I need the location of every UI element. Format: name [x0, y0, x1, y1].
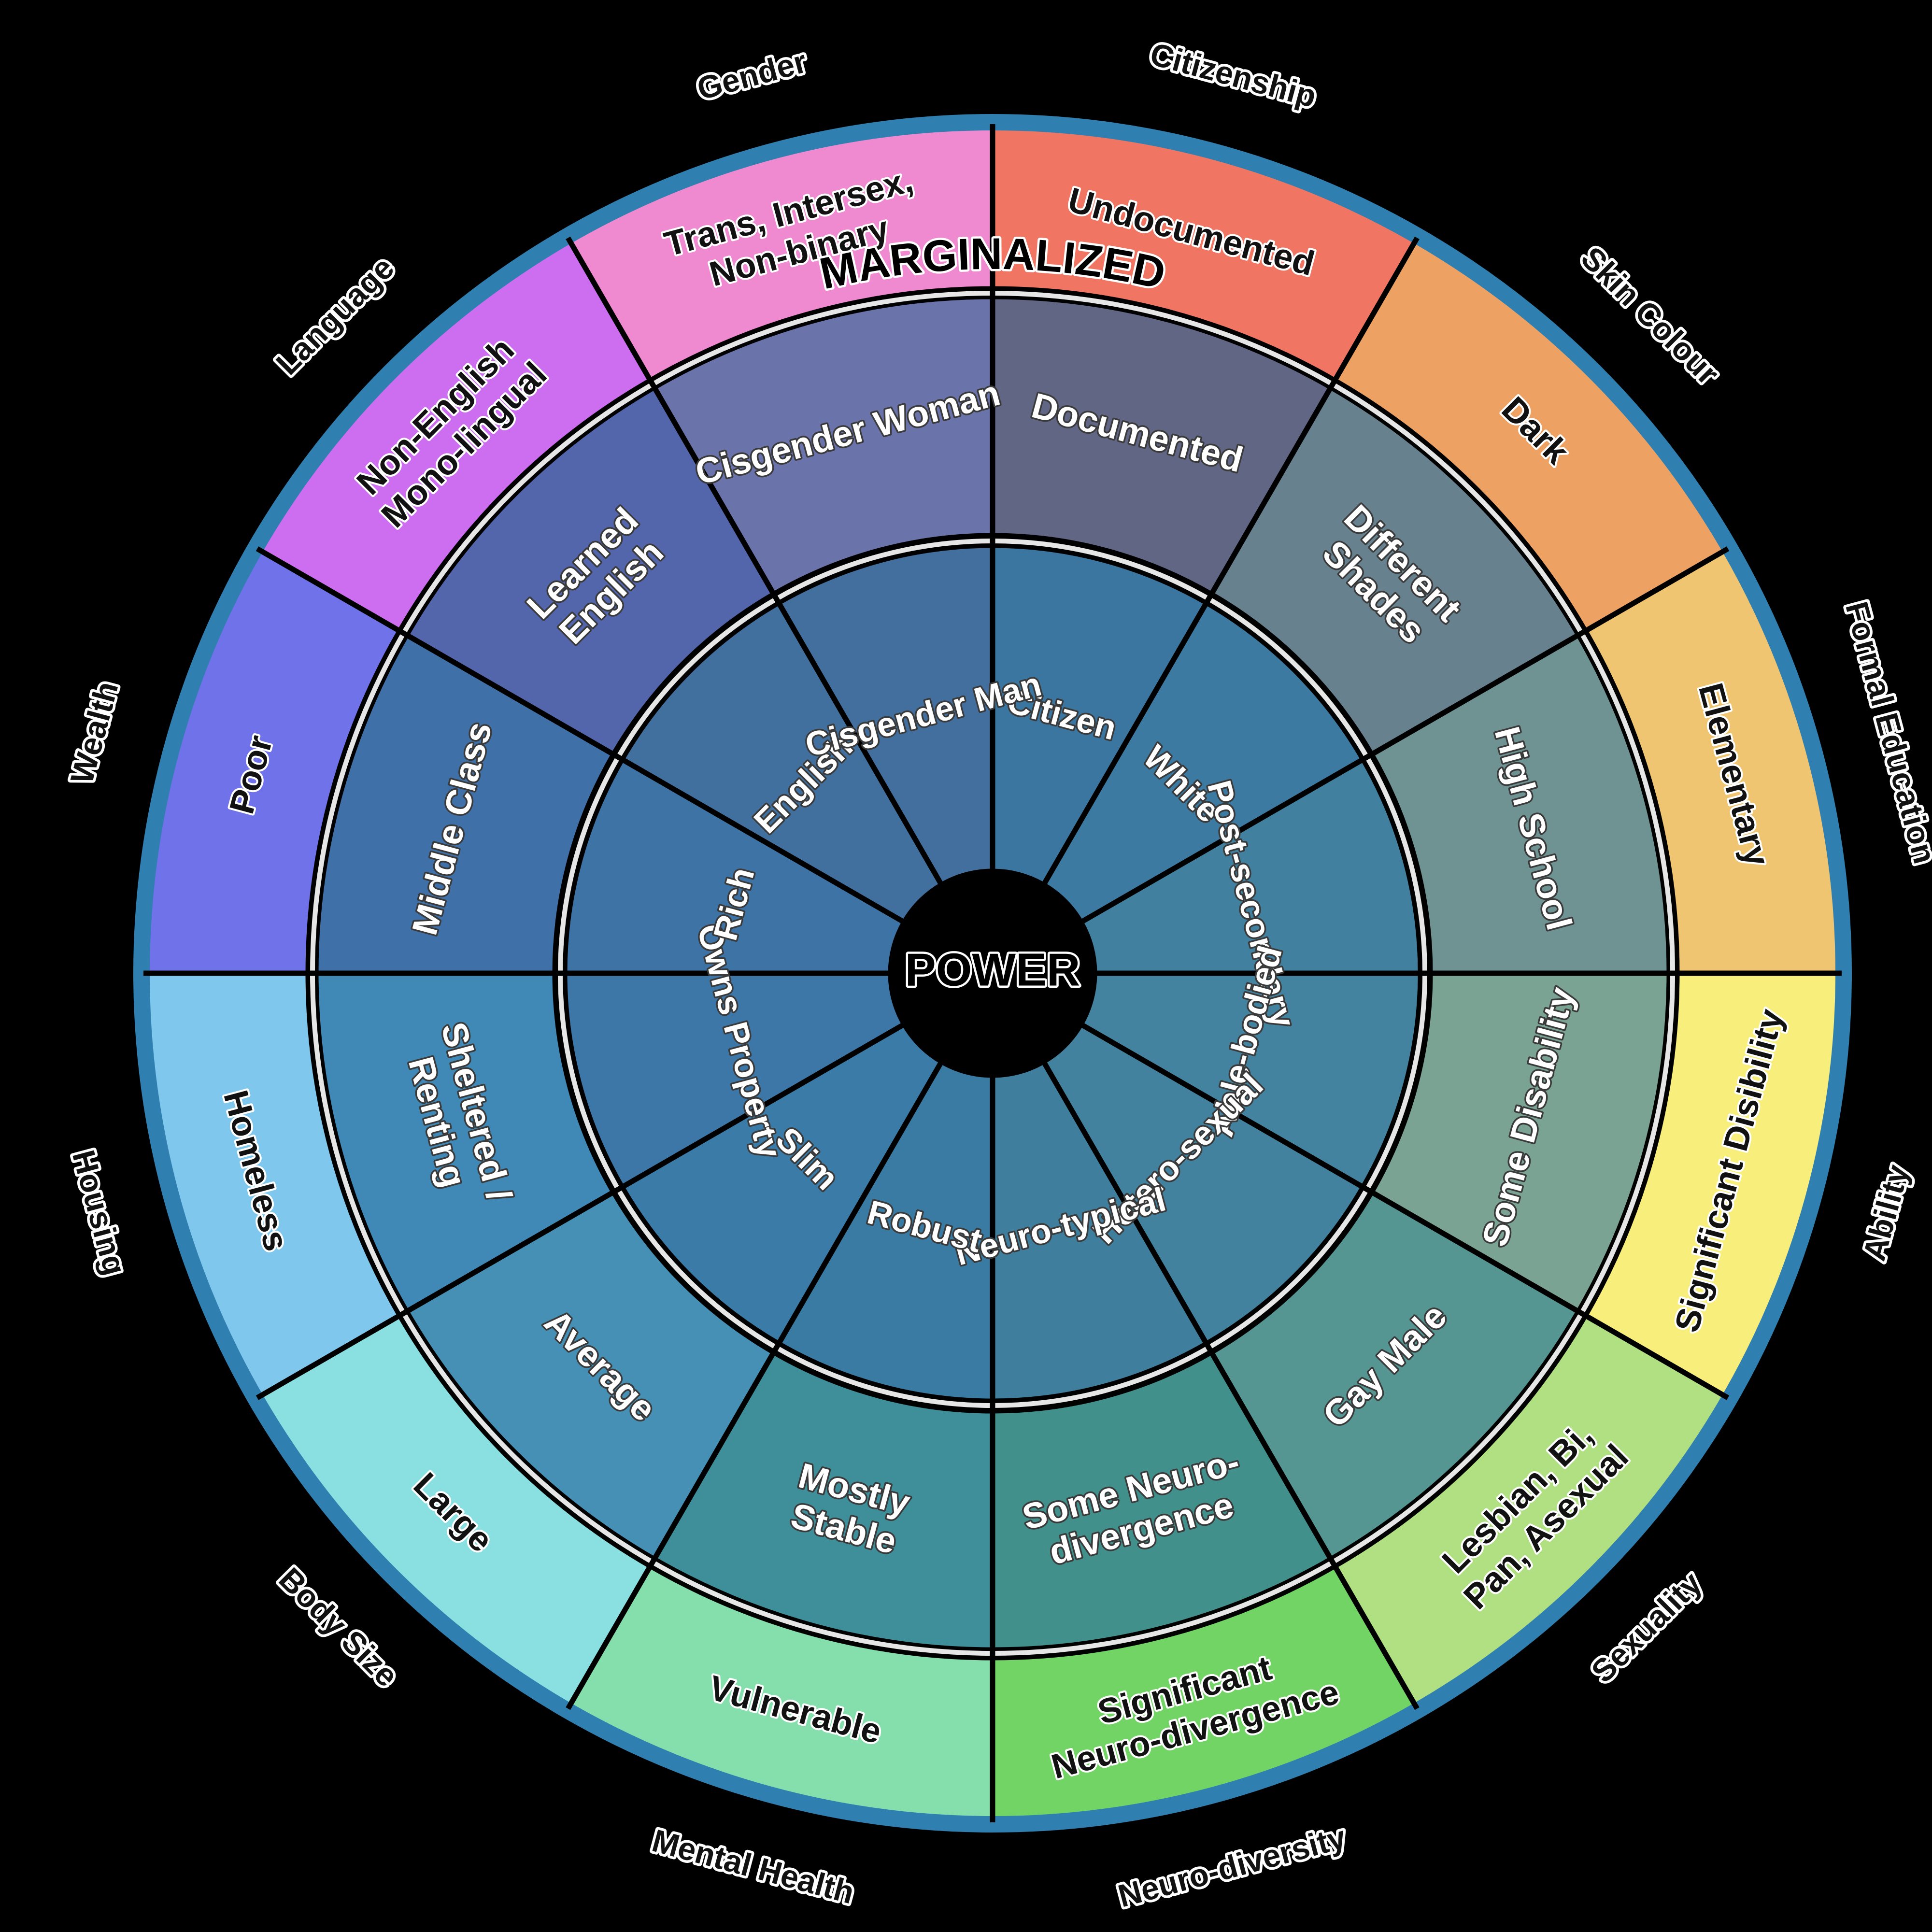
sector-divider — [566, 236, 945, 889]
wheel-segment-middle[interactable] — [1369, 632, 1671, 976]
marginalized-label: MARGINALIZED — [815, 229, 1170, 299]
wheel-segment-inner[interactable] — [1040, 1021, 1366, 1347]
wheel-segment-middle[interactable] — [404, 384, 777, 757]
sector-divider — [566, 1058, 945, 1710]
wheel-segment-inner[interactable] — [563, 756, 907, 976]
wheel-segment-middle[interactable] — [314, 632, 616, 976]
wheel-segment-middle[interactable] — [1208, 384, 1581, 757]
wheel-segment-middle[interactable] — [314, 971, 616, 1315]
wheel-segment-inner[interactable] — [1078, 756, 1422, 976]
wheel-segment-inner[interactable] — [1040, 600, 1366, 925]
wheel-segment-inner[interactable] — [1078, 971, 1422, 1190]
wheel-segment-inner[interactable] — [619, 600, 945, 925]
category-label: Citizenship — [1147, 36, 1320, 114]
center-label: POWER — [905, 944, 1080, 995]
category-label: Neuro-diversity — [1114, 1819, 1350, 1914]
wheel-segment-middle[interactable] — [990, 1350, 1334, 1652]
marginalized-band-label: MARGINALIZED — [813, 227, 1172, 301]
wheel-segment-middle[interactable] — [1208, 1189, 1581, 1562]
wheel-segment-middle[interactable] — [1369, 971, 1671, 1315]
category-label: Housing — [66, 1146, 133, 1279]
center-disc — [896, 877, 1089, 1070]
wheel-segment-middle[interactable] — [990, 295, 1334, 597]
category-label: Wealth — [63, 678, 125, 787]
category-label: Gender — [693, 43, 810, 106]
wheel-segment-inner[interactable] — [990, 543, 1209, 888]
sector-divider — [1077, 1021, 1730, 1400]
wheel-segment-inner[interactable] — [619, 1021, 945, 1347]
wheel-segment-inner[interactable] — [990, 1059, 1209, 1403]
sector-divider — [256, 1021, 908, 1400]
wheel-segment-inner[interactable] — [776, 543, 995, 888]
category-label: Language — [269, 250, 401, 382]
category-label: Formal Education — [1839, 598, 1932, 867]
wheel-segment-middle[interactable] — [404, 1189, 777, 1562]
sector-divider — [1077, 546, 1730, 926]
sector-divider — [1040, 236, 1420, 889]
category-label: Sexuality — [1584, 1565, 1708, 1689]
power-center: POWER — [896, 877, 1089, 1070]
sector-divider — [1040, 1058, 1420, 1710]
wheel-segment-middle[interactable] — [651, 1350, 995, 1652]
wheel-outer-rim — [133, 114, 1852, 1833]
wheel-segment-inner[interactable] — [563, 971, 907, 1190]
category-label: Mental Health — [649, 1822, 858, 1911]
wheel-segment-middle[interactable] — [651, 295, 995, 597]
wheel-segment-inner[interactable] — [776, 1059, 995, 1403]
sector-divider — [256, 546, 908, 926]
category-label: Ability — [1856, 1161, 1916, 1264]
wheel-segments — [145, 126, 1840, 1821]
